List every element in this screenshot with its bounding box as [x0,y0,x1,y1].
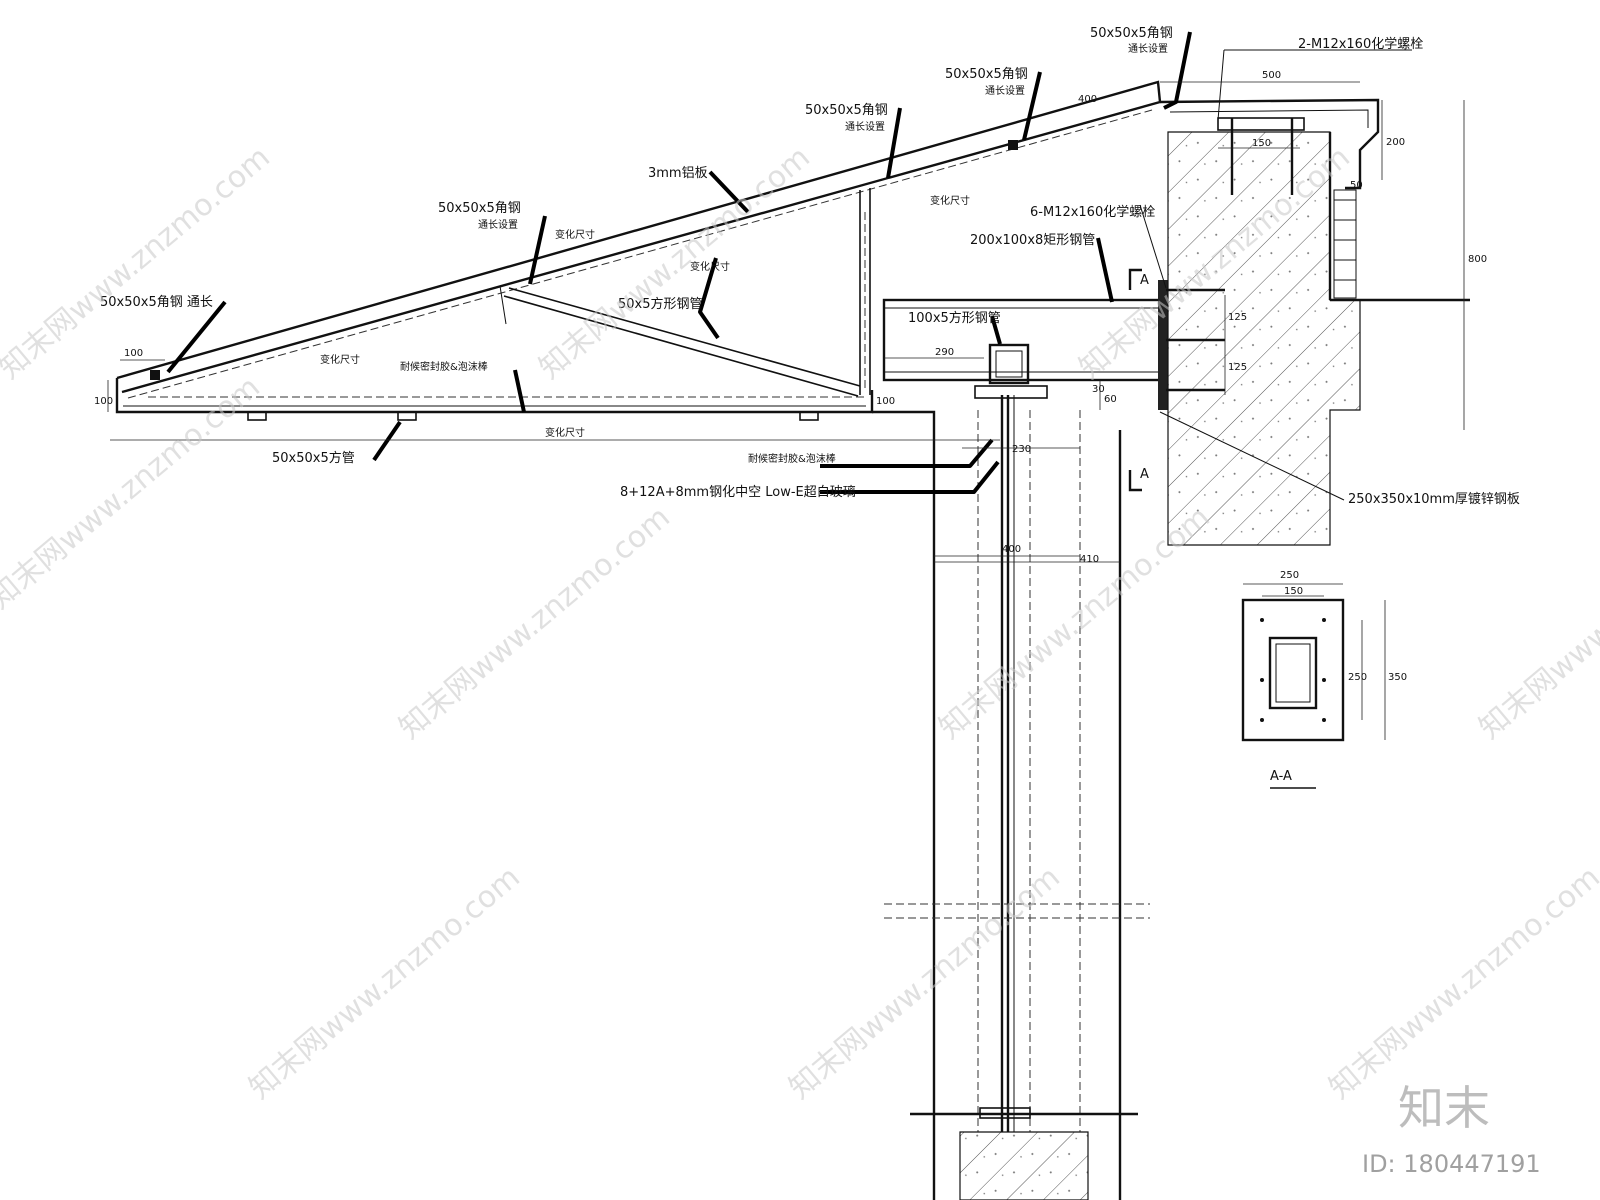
dim-50: 50 [1350,180,1363,191]
dim-230: 230 [1012,444,1031,455]
beam-assembly [882,280,1168,410]
aa-plate [1241,598,1345,742]
label-rect-tube: 200x100x8矩形钢管 [970,233,1095,248]
annotations: 50x50x5角钢 通长设置 50x50x5角钢 通长设置 50x50x5角钢 … [100,26,1520,784]
label-angle-mid2: 50x50x5角钢 [805,103,888,118]
label-angle-mid1-note: 通长设置 [985,85,1025,97]
coping-cap [1159,98,1380,190]
watermark-8: 知末网www.znzmo.com [243,860,527,1106]
watermark-7: 知末网www.znzmo.com [1473,500,1600,746]
dim-aa-250-side: 250 [1348,672,1367,683]
dim-290: 290 [935,347,954,358]
label-bolts-top: 2-M12x160化学螺栓 [1298,36,1423,52]
dim-150: 150 [1252,138,1271,149]
dim-30: 30 [1092,384,1105,395]
dim-800: 800 [1468,254,1487,265]
canopy-top-inner [127,109,1153,399]
label-var-size-left: 变化尺寸 [320,353,360,366]
watermark-10: 知末网www.znzmo.com [1323,860,1600,1106]
watermark-6: 知末网www.znzmo.com [933,500,1217,746]
label-angle-left-note: 通长设置 [478,219,518,231]
dim-100-tip: 100 [124,348,143,359]
chemical-bolts [1166,117,1305,392]
watermark-9: 知末网www.znzmo.com [783,860,1067,1106]
label-var-size-right: 变化尺寸 [930,194,970,207]
section-title-aa: A-A [1270,769,1292,784]
label-embed-plate: 250x350x10mm厚镀锌钢板 [1348,491,1520,507]
label-var-size-mid: 变化尺寸 [690,260,730,273]
brand-logo: 知末 [1398,1081,1490,1135]
embed-plate [1158,280,1168,410]
wall-insulation [1333,189,1357,299]
dimension-lines [107,81,1465,563]
label-square-tube-5: 50x5方形钢管 [618,296,703,312]
label-angle-mid2-note: 通长设置 [845,121,885,133]
dimension-texts: 500 400 200 150 50 800 125 125 290 30 60… [94,70,1487,683]
label-square-tube-bottom: 50x50x5方管 [272,450,355,466]
truss-diagonal [503,295,859,397]
watermark-5: 知末网www.znzmo.com [393,500,677,746]
bottom-square-tube [247,411,267,421]
section-a-a-detail [1241,583,1386,789]
leader-lines [166,31,1412,501]
label-angle-mid1: 50x50x5角钢 [945,67,1028,82]
watermarks: 知末网www.znzmo.com 知末网www.znzmo.com 知末网www… [0,140,1600,1178]
dim-125b: 125 [1228,362,1247,373]
canopy-truss [115,80,1162,421]
dim-60: 60 [1104,394,1117,405]
dim-100-left: 100 [94,396,113,407]
canopy-bottom-chord [115,378,874,414]
dim-200: 200 [1386,137,1405,148]
dim-aa-250-top: 250 [1280,570,1299,581]
dim-400: 400 [1078,94,1097,105]
brand-id: ID: 180447191 [1362,1150,1541,1178]
label-angle-top: 50x50x5角钢 [1090,26,1173,41]
section-mark-top: A [1140,273,1149,288]
section-mark-bottom: A [1140,467,1149,482]
label-angle-tip: 50x50x5角钢 通长 [100,295,213,310]
label-sealant-top: 耐候密封胶&泡沫棒 [400,360,488,373]
canopy-top-skin [116,80,1162,394]
dim-aa-350: 350 [1388,672,1407,683]
dim-100-mid: 100 [876,396,895,407]
label-sq-tube-100: 100x5方形钢管 [908,310,1001,326]
dim-410: 410 [1080,554,1099,565]
section-markers [1128,268,1142,492]
concrete-wall [1159,98,1470,546]
label-bolts-6: 6-M12x160化学螺栓 [1030,204,1155,220]
watermark-4: 知末网www.znzmo.com [0,370,267,616]
label-glass: 8+12A+8mm钢化中空 Low-E超白玻璃 [620,484,856,500]
dim-400b: 400 [1002,544,1021,555]
aa-tube-outer [1268,636,1318,710]
square-steel-tube-100 [988,343,1030,385]
label-angle-top-note: 通长设置 [1128,43,1168,55]
glass-curtain-wall [872,395,1150,1200]
label-alu-plate: 3mm铝板 [648,166,708,181]
label-sealant-bottom: 耐候密封胶&泡沫棒 [748,452,836,465]
dim-125a: 125 [1228,312,1247,323]
label-angle-left: 50x50x5角钢 [438,201,521,216]
label-var-size-bottom: 变化尺寸 [545,426,585,439]
dim-aa-150: 150 [1284,586,1303,597]
angle-tip-mark [150,370,160,380]
dim-500: 500 [1262,70,1281,81]
label-var-size-top: 变化尺寸 [555,228,595,241]
